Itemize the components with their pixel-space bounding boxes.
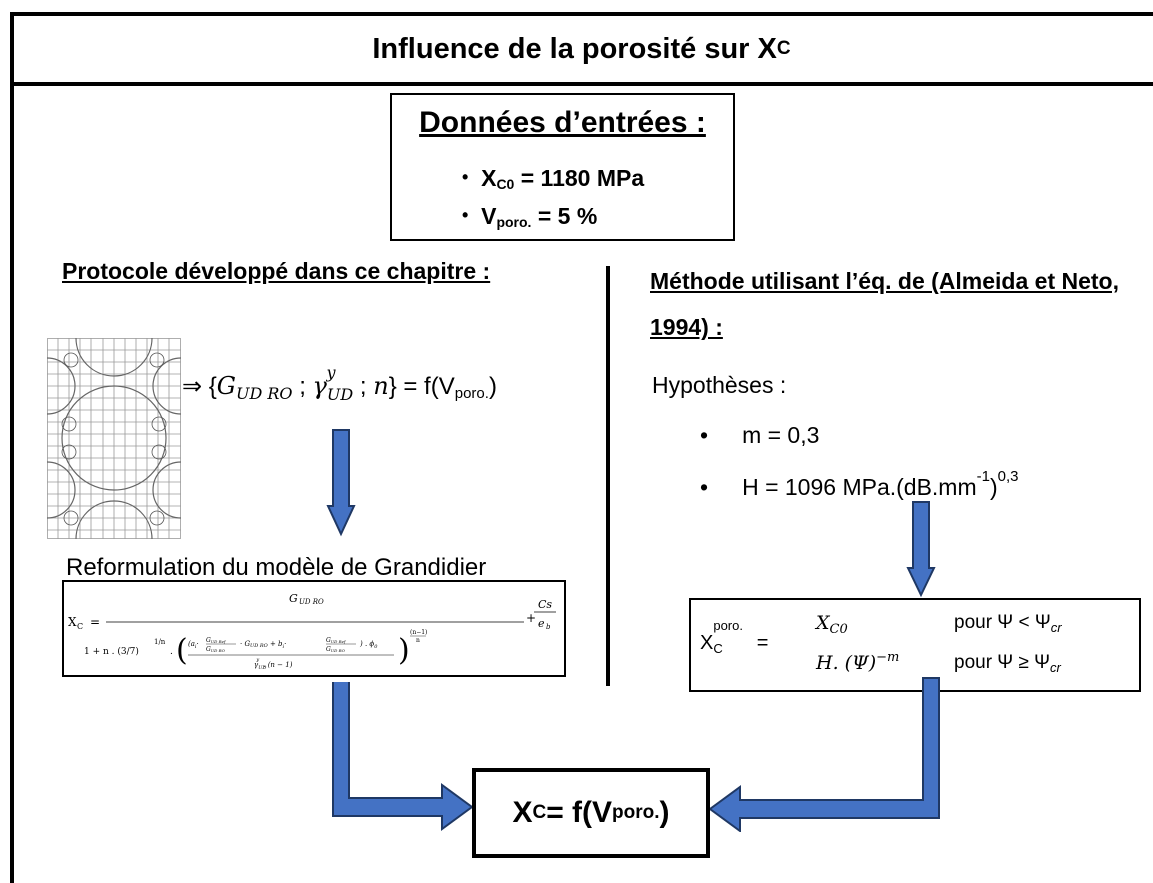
svg-text:(: (: [176, 633, 188, 668]
svg-text:GUD RO: GUD RO: [206, 646, 226, 653]
right-heading: Méthode utilisant l’éq. de (Almeida et N…: [650, 268, 1119, 340]
reformulation-label: Reformulation du modèle de Grandidier: [66, 554, 487, 581]
inputs-heading: Données d’entrées :: [419, 106, 706, 139]
svg-text:b: b: [546, 623, 551, 631]
frame-top-border: [10, 12, 1153, 16]
svg-text:γUDy. (n − 1): γUDy. (n − 1): [254, 657, 293, 671]
input-item-xc0: • XC0 = 1180 MPa: [462, 165, 645, 192]
svg-text:(n−1): (n−1): [410, 629, 427, 636]
svg-text:Cs: Cs: [538, 598, 552, 611]
title-subscript: C: [776, 38, 791, 59]
piecewise-case1-cond: pour Ψ < Ψcr: [954, 612, 1062, 635]
hypothesis-m: •m = 0,3: [700, 422, 820, 448]
input-item-vporo: • Vporo. = 5 %: [462, 203, 598, 230]
svg-text:.: .: [170, 647, 173, 657]
left-down-arrow: [326, 429, 356, 537]
svg-text:n: n: [416, 637, 420, 644]
piecewise-case2-cond: pour Ψ ≥ Ψcr: [954, 652, 1061, 675]
svg-text:(ai·: (ai·: [188, 640, 199, 650]
grandidier-formula: X C = G UD RO Cs e b + 1 + n . (3/7) 1/n…: [68, 592, 556, 671]
right-down-arrow: [906, 501, 936, 598]
svg-text:e: e: [538, 617, 545, 630]
formula-lhs-sub: C: [77, 622, 83, 631]
svg-text:): ): [398, 633, 410, 668]
svg-text:) . ϕ0: ) . ϕ0: [359, 640, 378, 650]
grandidier-formula-box: [62, 580, 566, 677]
svg-text:1/n: 1/n: [154, 638, 166, 646]
hypotheses-label: Hypothèses :: [652, 372, 787, 398]
svg-text:GUD Ref: GUD Ref: [206, 637, 227, 644]
porosity-mesh-image: [47, 338, 181, 539]
svg-text:UD RO: UD RO: [299, 598, 324, 606]
svg-text:1 + n . (3/7): 1 + n . (3/7): [84, 646, 139, 657]
svg-text:· GUD RO + bi·: · GUD RO + bi·: [240, 640, 286, 650]
svg-text:=: =: [90, 615, 100, 629]
piecewise-case1-expr: XC0: [816, 612, 848, 637]
piecewise-case2-expr: H. (Ψ)−m: [816, 650, 900, 674]
title-text: Influence de la porosité sur X: [372, 32, 777, 65]
piecewise-formula-box: [689, 598, 1141, 692]
formula-lhs: X: [68, 615, 77, 629]
hypothesis-h: •H = 1096 MPa.(dB.mm-1)0,3: [700, 468, 1019, 500]
column-divider: [606, 266, 610, 686]
svg-text:GUD Ref: GUD Ref: [326, 637, 347, 644]
svg-text:+: +: [526, 611, 536, 625]
right-elbow-arrow: [708, 677, 940, 832]
frame-left-border: [10, 12, 14, 883]
left-elbow-arrow: [332, 682, 474, 831]
left-heading: Protocole développé dans ce chapitre :: [62, 258, 491, 284]
svg-text:GUD RO: GUD RO: [326, 646, 346, 653]
title-divider: [10, 82, 1153, 86]
inputs-box: [390, 93, 735, 241]
svg-text:G: G: [289, 592, 298, 605]
